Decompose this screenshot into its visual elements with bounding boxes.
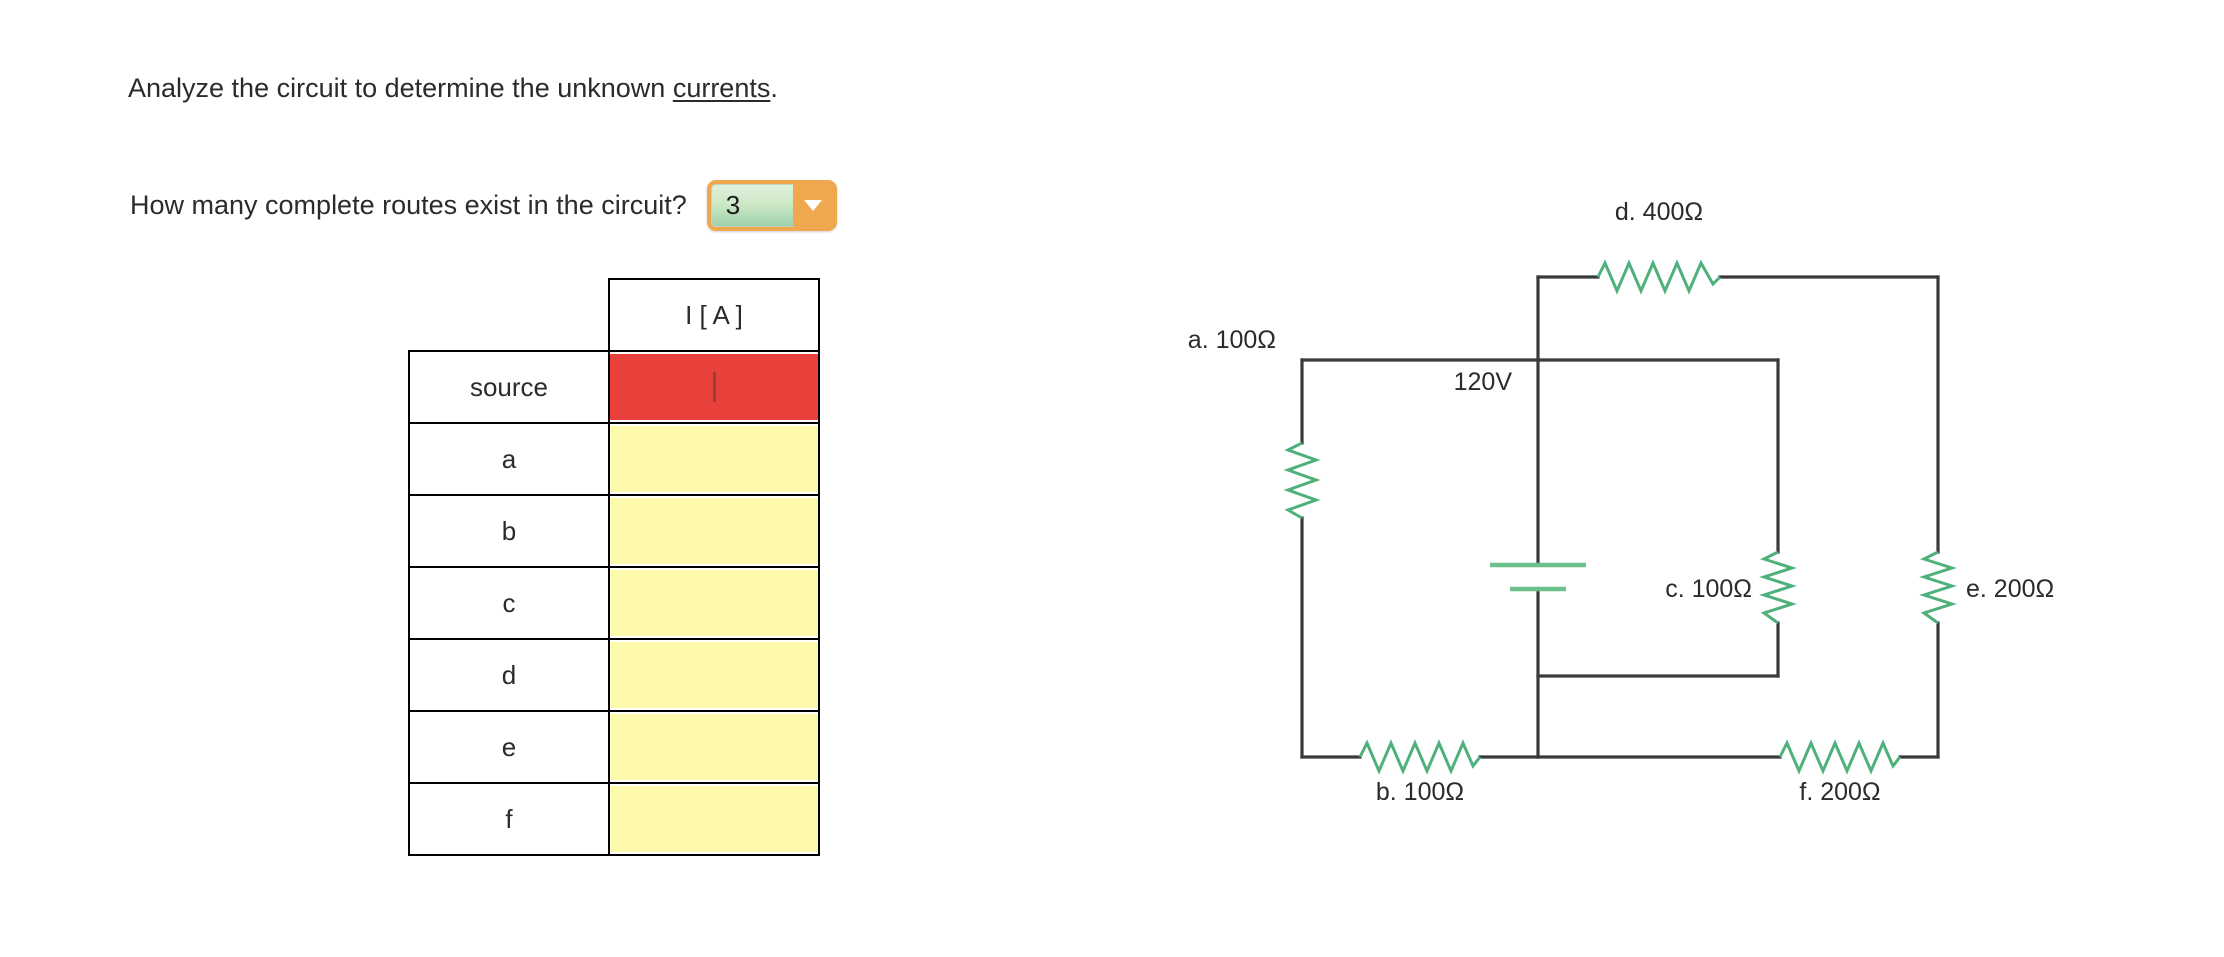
resistor-e-label: e. 200Ω [1966, 575, 2054, 603]
routes-count-value[interactable]: 3 [710, 184, 793, 227]
routes-question-label: How many complete routes exist in the ci… [130, 190, 687, 220]
resistor-f-symbol [1778, 739, 1902, 775]
voltage-source-label: 120V [1454, 368, 1513, 396]
current-input-d-box[interactable] [610, 642, 818, 708]
row-label-b: b [408, 494, 610, 568]
current-input-f-box[interactable] [610, 786, 818, 852]
battery-icon [1490, 562, 1586, 592]
current-input-source[interactable] [608, 350, 820, 424]
row-label-d: d [408, 638, 610, 712]
resistor-d-label: d. 400Ω [1615, 200, 1703, 226]
circuit-diagram: a. 100Ω b. 100Ω c. 100Ω d. 400Ω e. 200Ω … [1180, 200, 2180, 840]
current-input-a-box[interactable] [610, 426, 818, 492]
resistor-f-label: f. 200Ω [1799, 778, 1880, 806]
current-input-d[interactable] [608, 638, 820, 712]
table-row: d [408, 638, 820, 712]
table-corner-cell [409, 279, 609, 351]
current-input-f[interactable] [608, 782, 820, 856]
current-input-source-box[interactable] [610, 354, 818, 420]
table-row: e [408, 710, 820, 784]
prompt-text-before: Analyze the circuit to determine the unk… [128, 73, 673, 103]
page-title: Analyze the circuit to determine the unk… [128, 72, 778, 104]
column-header-current: I [ A ] [608, 278, 820, 352]
current-input-a[interactable] [608, 422, 820, 496]
row-label-a: a [408, 422, 610, 496]
resistor-b-symbol [1358, 739, 1482, 775]
table-row: c [408, 566, 820, 640]
text-cursor-icon [712, 372, 716, 402]
row-label-f: f [408, 782, 610, 856]
current-input-e[interactable] [608, 710, 820, 784]
resistor-b-label: b. 100Ω [1376, 778, 1464, 806]
row-label-source: source [408, 350, 610, 424]
current-input-c[interactable] [608, 566, 820, 640]
row-label-e: e [408, 710, 610, 784]
circuit-wires [1300, 275, 1940, 759]
resistor-c-label: c. 100Ω [1665, 575, 1752, 603]
currents-table: I [ A ] source a b c d [408, 278, 820, 856]
prompt-text-after: . [770, 73, 778, 103]
current-input-e-box[interactable] [610, 714, 818, 780]
resistor-a-symbol [1283, 441, 1321, 520]
table-header-row: I [ A ] [409, 278, 820, 352]
current-input-b[interactable] [608, 494, 820, 568]
table-row: a [408, 422, 820, 496]
current-input-b-box[interactable] [610, 498, 818, 564]
routes-count-select[interactable]: 3 [706, 180, 837, 231]
table-row: b [408, 494, 820, 568]
chevron-down-icon[interactable] [793, 184, 833, 227]
resistor-e-symbol [1919, 550, 1957, 625]
row-label-c: c [408, 566, 610, 640]
question-row: How many complete routes exist in the ci… [130, 180, 837, 231]
resistor-a-label: a. 100Ω [1188, 326, 1276, 354]
resistor-c-symbol [1759, 550, 1797, 625]
current-input-c-box[interactable] [610, 570, 818, 636]
table-row: source [408, 350, 820, 424]
resistor-d-symbol [1596, 259, 1722, 295]
table-row: f [408, 782, 820, 856]
currents-link[interactable]: currents [672, 73, 771, 103]
